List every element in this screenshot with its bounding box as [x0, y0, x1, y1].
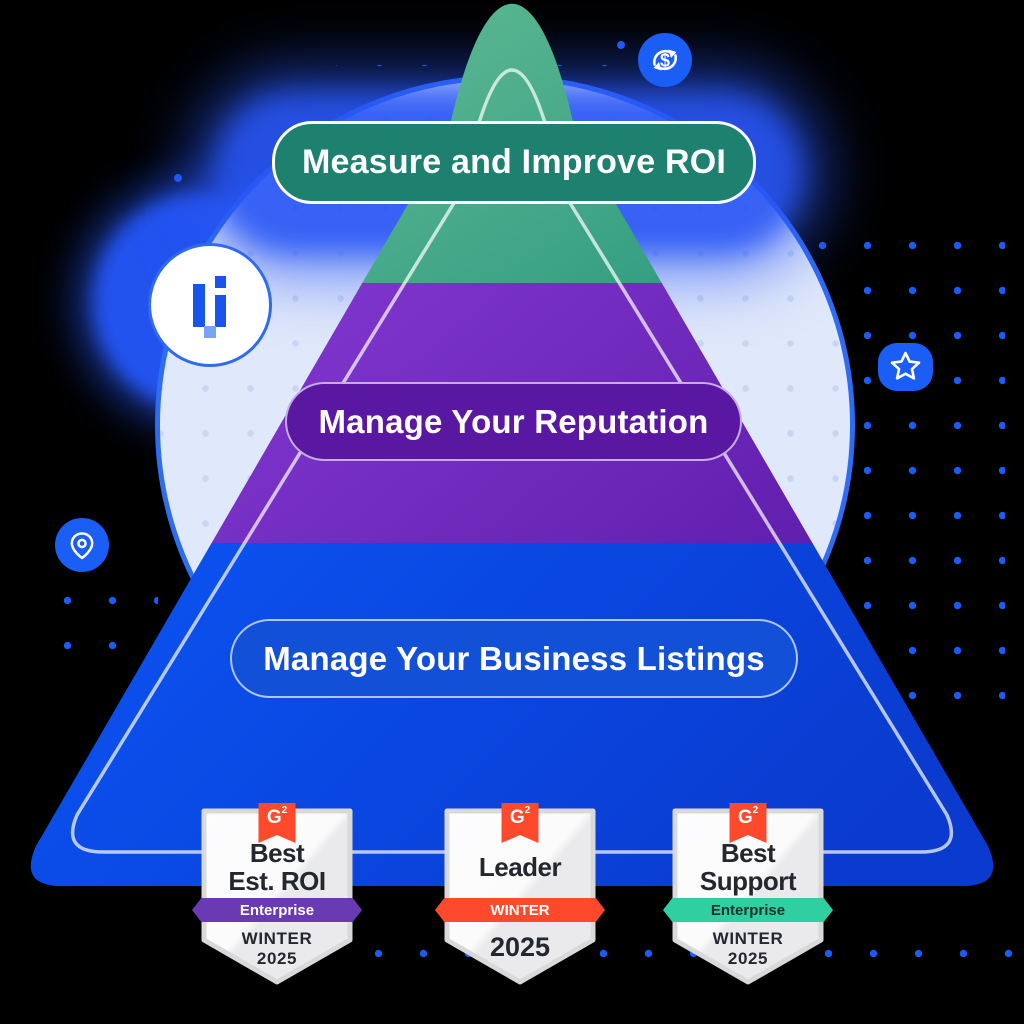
badge-season: 2025	[489, 932, 551, 962]
tier-pill-listings: Manage Your Business Listings	[230, 619, 798, 698]
pyramid-inner-outline	[71, 68, 953, 854]
logo-pixel	[215, 295, 226, 327]
tier-label-roi: Measure and Improve ROI	[301, 143, 727, 181]
svg-text:$: $	[660, 51, 670, 71]
g2-letter: G	[509, 807, 525, 828]
badge-ribbon: WINTER	[435, 898, 605, 922]
logo-pixel	[204, 326, 216, 338]
tier-pill-roi: Measure and Improve ROI	[272, 121, 756, 204]
tier-pill-reputation: Manage Your Reputation	[285, 382, 742, 461]
logo-pixel	[215, 276, 226, 288]
badge-title: Leader	[478, 852, 562, 882]
star-icon	[878, 343, 933, 391]
dot-grid-left	[28, 562, 158, 684]
g2-letter: G	[737, 807, 753, 828]
badge-ribbon: Enterprise	[663, 898, 833, 922]
g2-letter: G	[266, 807, 282, 828]
dollar-sync-icon: $	[638, 33, 692, 87]
g2-superscript: 2	[524, 805, 531, 816]
g2-superscript: 2	[281, 805, 288, 816]
dot-accent	[617, 41, 625, 49]
logo-pixel	[193, 284, 205, 327]
location-pin-icon	[55, 518, 109, 572]
tier-label-reputation: Manage Your Reputation	[318, 402, 709, 440]
tier-label-listings: Manage Your Business Listings	[263, 639, 765, 677]
dot-accent	[174, 174, 182, 182]
g2-superscript: 2	[752, 805, 759, 816]
chatmeter-logo-icon	[148, 243, 272, 367]
badge-ribbon: Enterprise	[192, 898, 362, 922]
